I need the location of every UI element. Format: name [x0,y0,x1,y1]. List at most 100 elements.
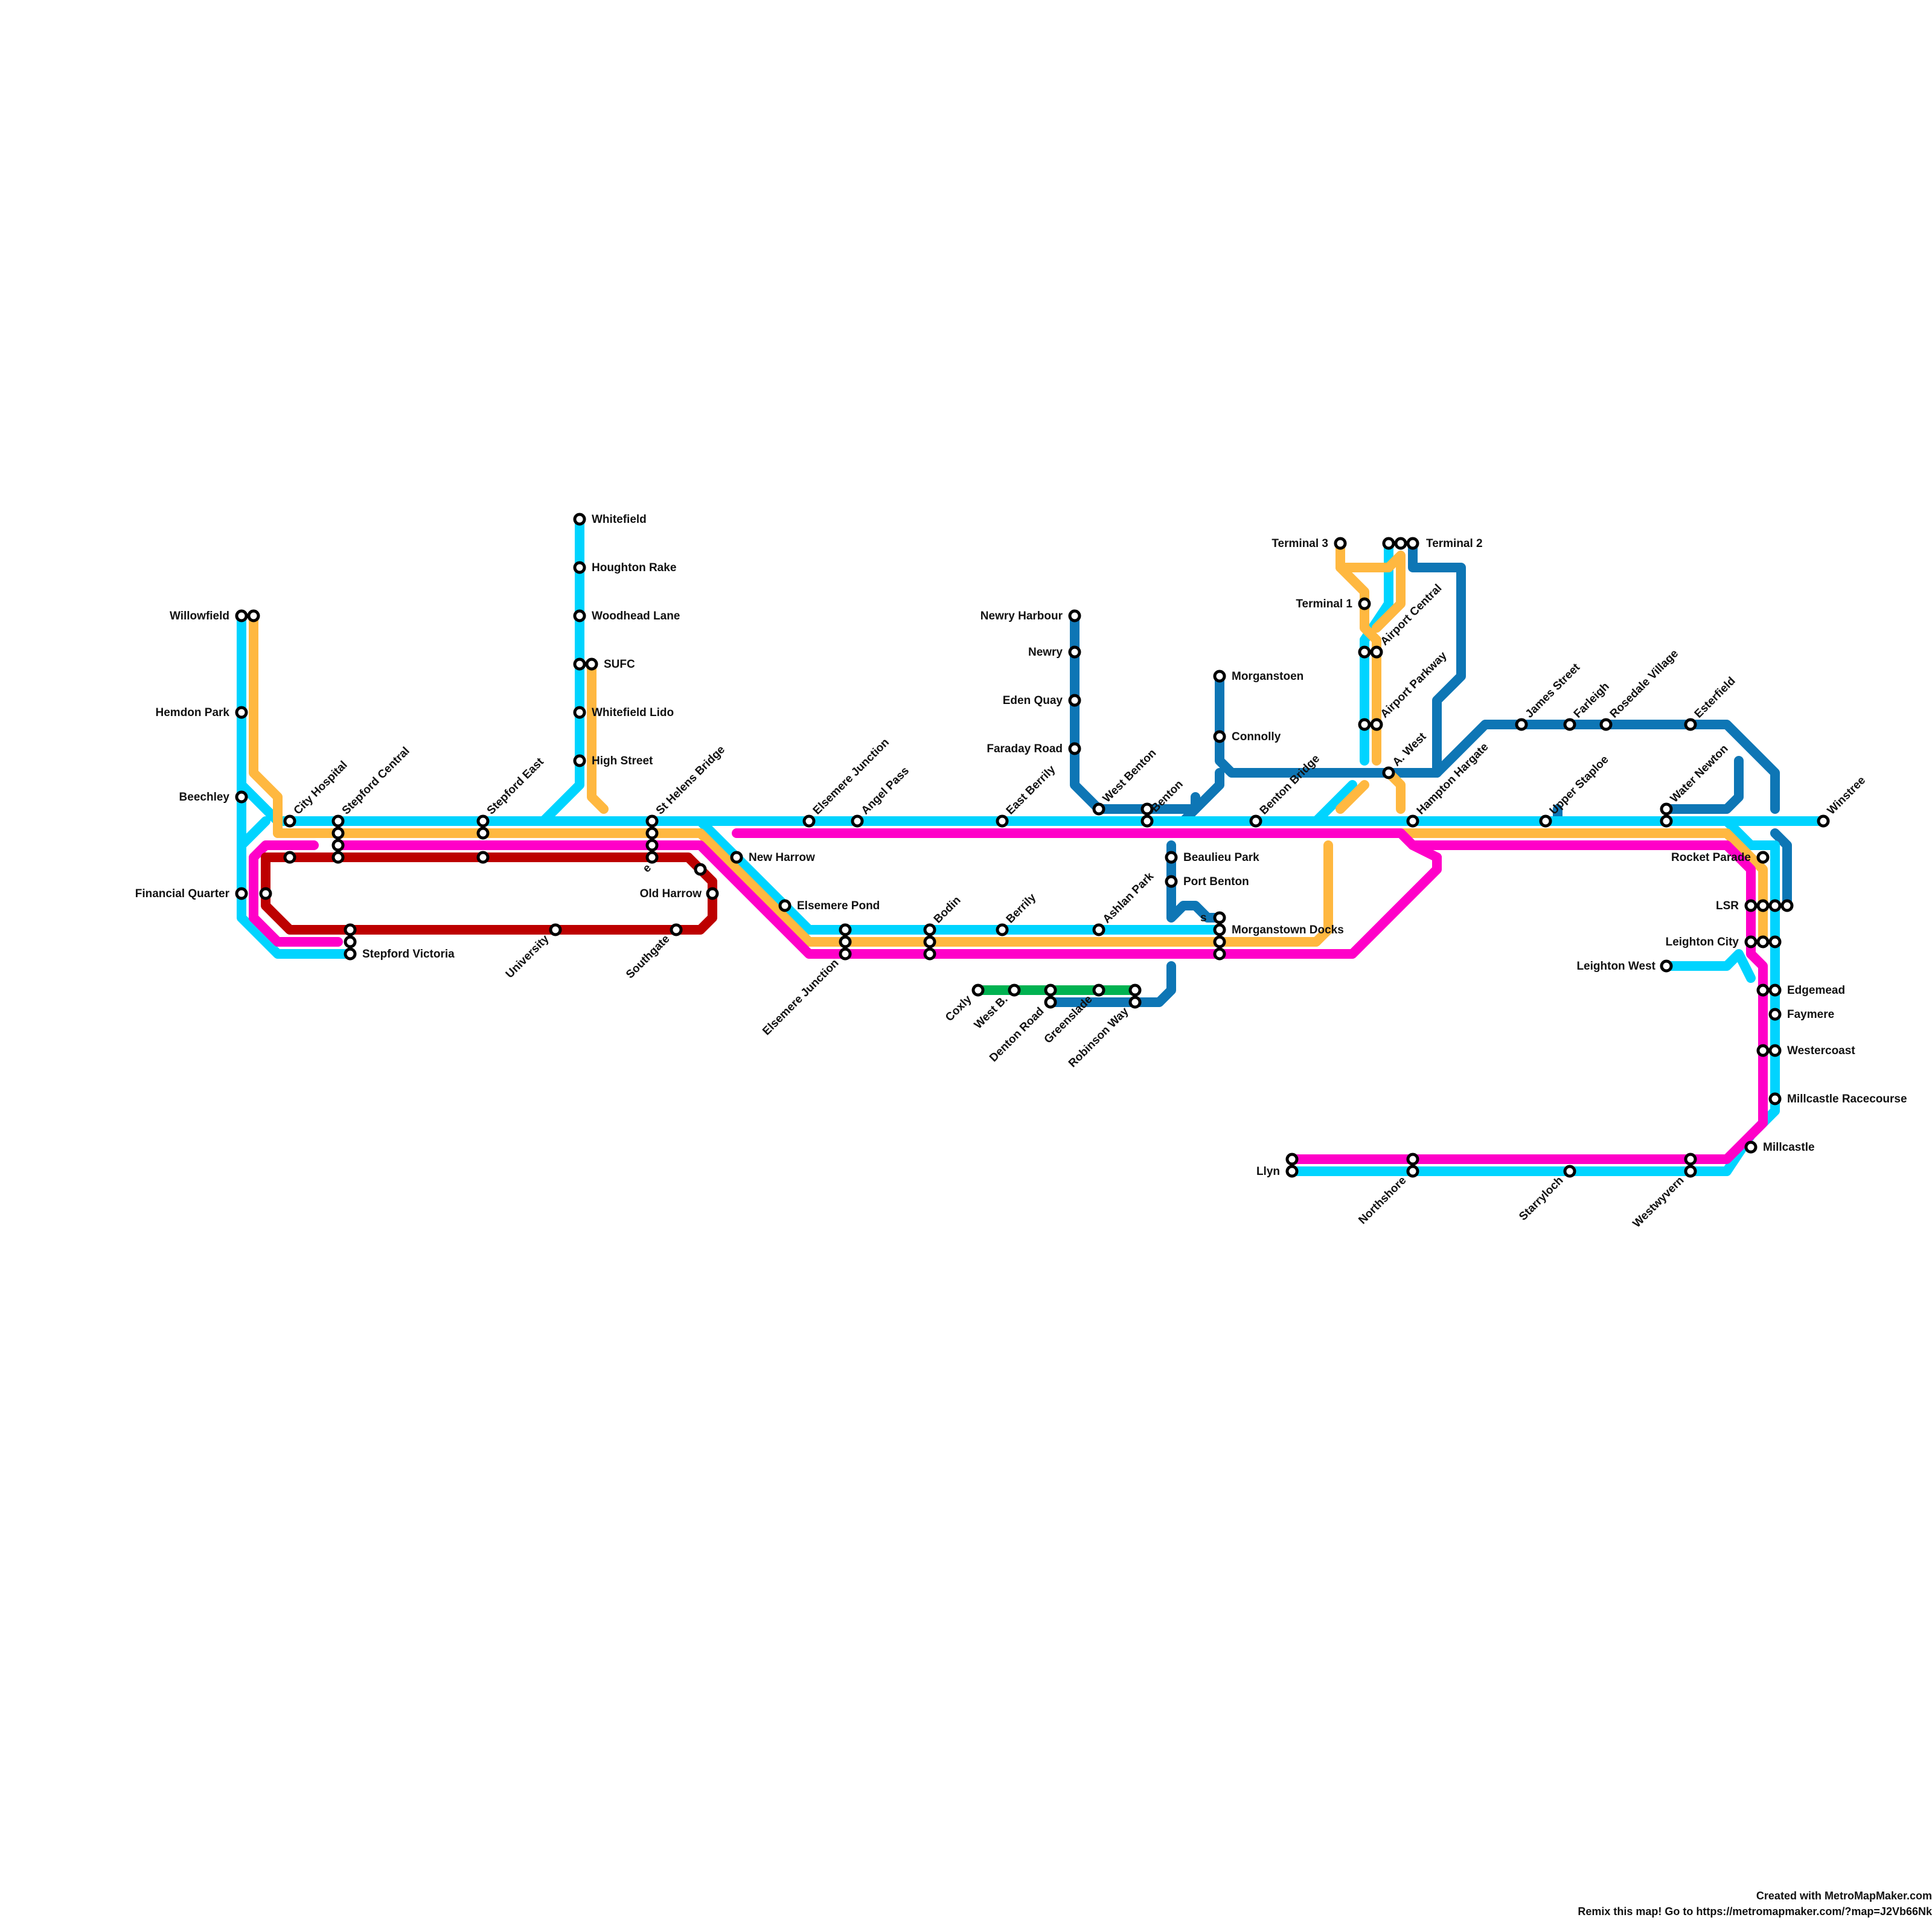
station-benton-bridge[interactable] [1249,814,1262,828]
station-northshore-2[interactable] [1406,1165,1419,1178]
station-benton[interactable] [1140,802,1154,816]
station-stepford-central[interactable] [331,814,345,828]
station-edgemead-2[interactable] [1768,984,1782,997]
station-angel-pass[interactable] [802,814,816,828]
station-hemdon-park[interactable] [235,706,248,719]
station-terminal-1[interactable] [1358,597,1371,610]
station-sufc[interactable] [573,657,586,671]
station-winstree[interactable] [1817,814,1830,828]
station-rocket-parade[interactable] [1756,851,1770,864]
station-city-hospital[interactable] [283,814,296,828]
station-water-newton[interactable] [1660,802,1673,816]
station-old-harrow[interactable] [694,863,707,876]
station-water-newton-2[interactable] [1660,814,1673,828]
station-woodhead-lane[interactable] [573,609,586,622]
station-whitney-green[interactable] [1128,984,1142,997]
station-west-b[interactable] [971,984,985,997]
station-beechley[interactable] [235,790,248,804]
station-farleigh[interactable] [1563,718,1576,731]
station-stepford-east-2[interactable] [476,827,490,840]
station-terminal-2[interactable] [1382,537,1395,550]
station-westwyvern[interactable] [1684,1153,1697,1166]
station-willowfield[interactable] [235,609,248,622]
station-hampton-hargate[interactable] [1406,814,1419,828]
station-coxly[interactable] [996,814,1009,828]
station-st-helens-bridge-4[interactable] [645,851,659,864]
station-newry[interactable] [1068,645,1081,659]
station-terminal-2-3[interactable] [1406,537,1419,550]
station-esterfield[interactable] [1684,718,1697,731]
station-airport-parkway-2[interactable] [1370,718,1383,731]
station-houghton-rake[interactable] [573,561,586,574]
station-morganstown-3[interactable] [1213,935,1226,948]
station-st-helens-bridge-2[interactable] [645,827,659,840]
station-leighton-city[interactable] [1744,935,1758,948]
station-west-benton[interactable] [1092,802,1105,816]
station-morganstown-4[interactable] [1213,947,1226,961]
station-old-harrow-2[interactable] [706,887,719,900]
station-stepford-victoria[interactable] [344,923,357,936]
station-millcastle-racecourse[interactable] [1768,1092,1782,1105]
station-berrily-3[interactable] [923,947,936,961]
station-terminal-3[interactable] [1334,537,1347,550]
station-benton-2[interactable] [1140,814,1154,828]
station-stepford-victoria-2[interactable] [344,935,357,948]
station-stepford-central-4[interactable] [331,851,345,864]
station-lsr-3[interactable] [1768,899,1782,912]
station-stepford-east[interactable] [476,814,490,828]
station-berrily[interactable] [923,923,936,936]
station-westercoast[interactable] [1756,1044,1770,1057]
station-east-berrily[interactable] [996,923,1009,936]
station-llyn[interactable] [1285,1153,1299,1166]
station-stepford-central-2[interactable] [331,827,345,840]
station-llyn-2[interactable] [1285,1165,1299,1178]
station-st-helens-bridge[interactable] [645,814,659,828]
station-eden-quay[interactable] [1068,694,1081,707]
station-lsr[interactable] [1744,899,1758,912]
station-new-harrow[interactable] [730,851,743,864]
station-greenslade[interactable] [1044,984,1057,997]
station-lsr-2[interactable] [1756,899,1770,912]
station-ashlan-park[interactable] [1213,730,1226,743]
station-stepford-victoria-3[interactable] [344,947,357,961]
station-faraday-road[interactable] [1068,742,1081,755]
station-berrily-2[interactable] [923,935,936,948]
station-elsemere-junction[interactable] [839,923,852,936]
station-millcastle[interactable] [1744,1140,1758,1154]
station-rosedale-village[interactable] [1599,718,1613,731]
station-bodin[interactable] [851,814,864,828]
station-stepford-central-3[interactable] [331,839,345,852]
station-lsr-4[interactable] [1780,899,1794,912]
station-morganstown[interactable] [1213,911,1226,924]
station-robinson-way[interactable] [1092,984,1105,997]
station-starryloch[interactable] [1563,1165,1576,1178]
station-airport-central-2[interactable] [1370,645,1383,659]
station-faymere[interactable] [1768,1008,1782,1021]
station-port-benton[interactable] [1165,851,1178,864]
station-westwyvern-2[interactable] [1684,1165,1697,1178]
station-financial-quarter[interactable] [235,887,248,900]
station-morganstown-2[interactable] [1213,923,1226,936]
station-high-street[interactable] [573,754,586,767]
station-whitney-green-2[interactable] [1128,996,1142,1009]
station-northshore[interactable] [1406,1153,1419,1166]
station-greenslade-2[interactable] [1044,996,1057,1009]
station-southgate[interactable] [670,923,683,936]
station-upper-staploe[interactable] [1539,814,1552,828]
station-city-hospital-2[interactable] [283,851,296,864]
station-airport-central[interactable] [1358,645,1371,659]
station-westercoast-2[interactable] [1768,1044,1782,1057]
station-whitefield-lido[interactable] [573,706,586,719]
station-st-helens-bridge-3[interactable] [645,839,659,852]
station-elsemere-junction-3[interactable] [839,947,852,961]
station-stepford-east-3[interactable] [476,851,490,864]
station-denton-road[interactable] [1008,984,1021,997]
station-beaulieu-park[interactable] [1092,923,1105,936]
station-leighton-west[interactable] [1660,959,1673,973]
station-edgemead[interactable] [1756,984,1770,997]
station-whitefield[interactable] [573,513,586,526]
station-james-street[interactable] [1515,718,1528,731]
station-elsemere-pond[interactable] [778,899,792,912]
station-sufc-2[interactable] [585,657,598,671]
station-financial-quarter-2[interactable] [259,887,272,900]
